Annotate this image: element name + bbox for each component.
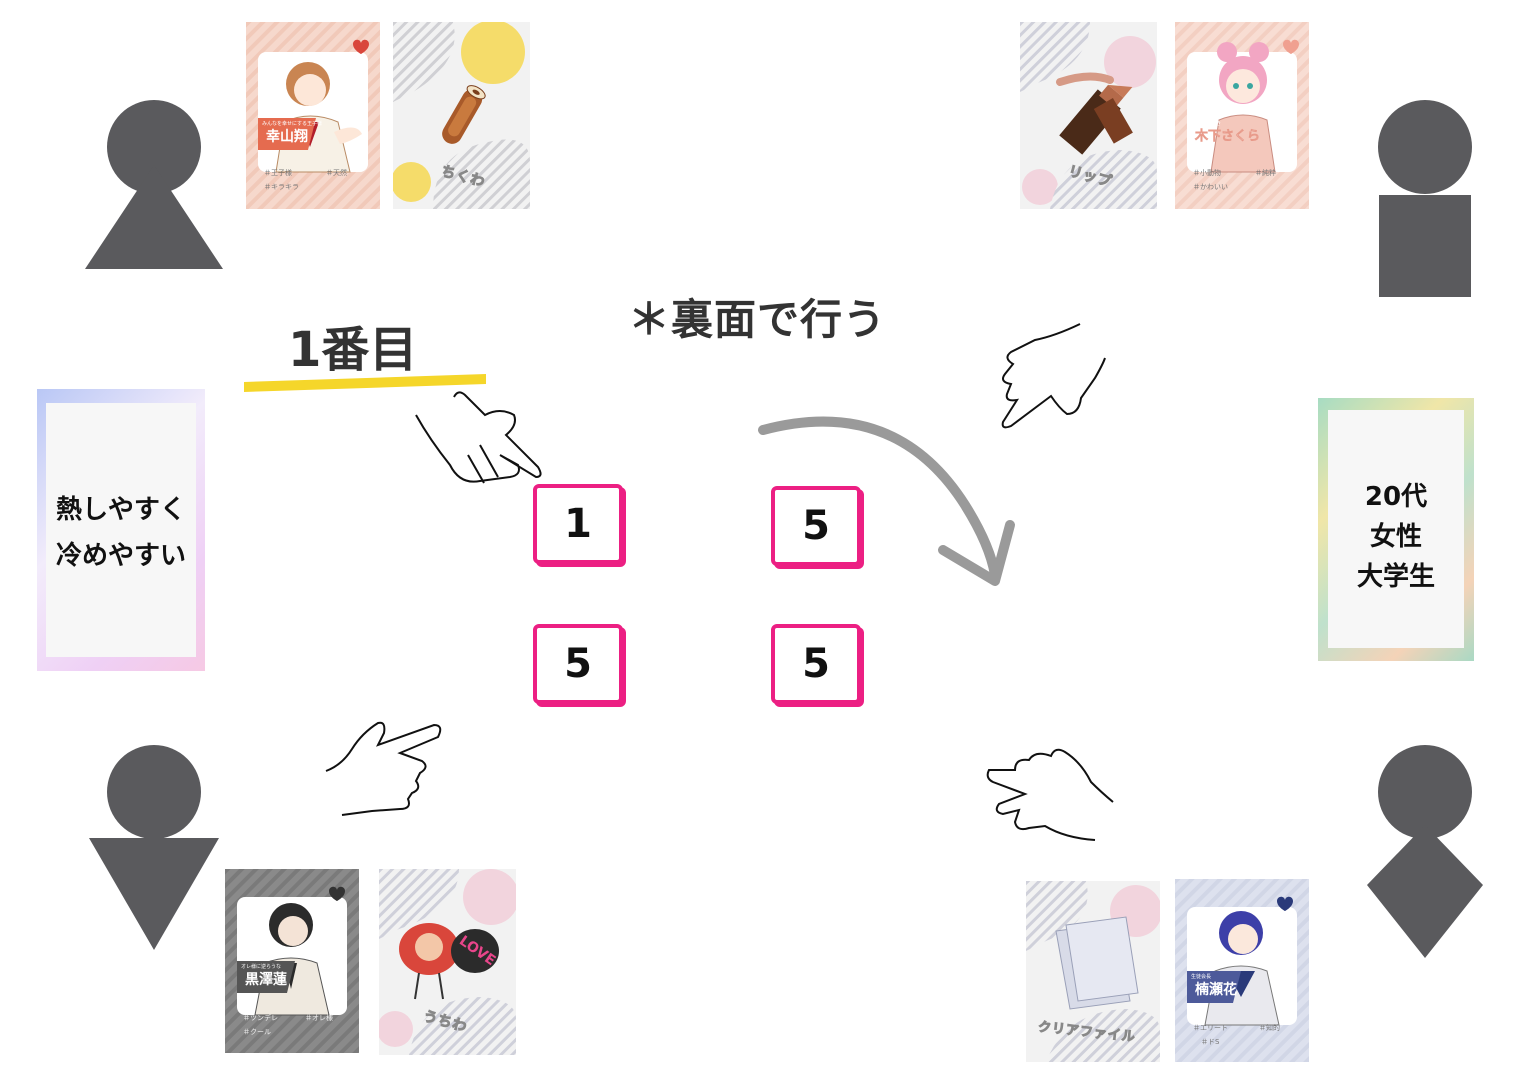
character-tag: ＃ドS [1201, 1038, 1220, 1046]
item-card-top-left[interactable]: ちくわ [393, 22, 530, 209]
character-caption: お菓子大好き [1191, 121, 1222, 127]
character-tag: ＃かわいい [1193, 183, 1228, 191]
character-tag: ＃クール [243, 1028, 271, 1036]
trait-line-1: 熱しやすく [56, 495, 186, 525]
character-tag: ＃エリート [1193, 1024, 1228, 1032]
character-tag: ＃天然 [326, 169, 347, 177]
character-name: 幸山翔 [266, 129, 308, 145]
character-tag: ＃知的 [1259, 1024, 1280, 1032]
character-card-bottom-left[interactable]: オレ様に逆らうな 黒澤蓮 ＃ツンデレ ＃オレ様 ＃クール [225, 869, 359, 1053]
character-card-top-right[interactable]: お菓子大好き 木下さくら ＃小動物 ＃純粋 ＃かわいい [1175, 22, 1309, 209]
slot-1[interactable]: 1 [533, 484, 623, 564]
character-tag: ＃キラキラ [264, 183, 299, 191]
item-card-top-right[interactable]: リップ [1020, 22, 1157, 209]
player-top-left-icon [85, 100, 223, 269]
trait-line-2: 冷めやすい [55, 541, 186, 571]
character-caption: みんなを幸せにする王子様 [262, 121, 323, 127]
persona-card[interactable]: 20代 女性 大学生 [1318, 398, 1474, 661]
player-bottom-right-icon [1367, 745, 1483, 958]
first-highlight [244, 374, 486, 392]
slot-2[interactable]: 5 [771, 486, 861, 566]
character-tag: ＃ツンデレ [243, 1014, 278, 1022]
character-name: 木下さくら [1195, 129, 1261, 145]
player-bottom-left-icon [89, 745, 219, 950]
slot-4[interactable]: 5 [771, 624, 861, 704]
slot-3[interactable]: 5 [533, 624, 623, 704]
pointing-hand-bottom-left-icon [325, 721, 442, 816]
character-tag: ＃純粋 [1255, 169, 1276, 177]
persona-line-2: 女性 [1369, 522, 1422, 552]
character-tag: ＃オレ様 [305, 1014, 333, 1022]
item-card-bottom-left[interactable]: LOVE うちわ [379, 869, 516, 1055]
player-top-right-icon [1378, 100, 1472, 297]
persona-line-1: 20代 [1364, 482, 1428, 512]
character-name: 黒澤蓮 [245, 972, 287, 988]
character-name: 楠瀬花 [1195, 982, 1237, 998]
pointing-hand-bottom-right-icon [986, 748, 1114, 841]
turn-direction-arrow-icon [758, 416, 1015, 586]
character-tag: ＃小動物 [1193, 169, 1221, 177]
trait-card[interactable]: 熱しやすく 冷めやすい [37, 389, 205, 671]
persona-line-3: 大学生 [1356, 562, 1435, 592]
item-card-bottom-right[interactable]: クリアファイル [1026, 881, 1160, 1062]
character-card-bottom-right[interactable]: 生徒会長 楠瀬花 ＃エリート ＃知的 ＃ドS [1175, 879, 1309, 1062]
reverse-side-note: ＊裏面で行う [628, 295, 887, 344]
pointing-hand-top-left-icon [415, 391, 542, 484]
character-tag: ＃王子様 [264, 169, 292, 177]
pointing-hand-top-right-icon [1001, 323, 1106, 429]
first-label: 1番目 [288, 322, 418, 378]
character-caption: 生徒会長 [1191, 974, 1212, 980]
character-card-top-left[interactable]: みんなを幸せにする王子様 幸山翔 ＃王子様 ＃天然 ＃キラキラ [246, 22, 380, 209]
character-caption: オレ様に逆らうな [241, 964, 282, 970]
